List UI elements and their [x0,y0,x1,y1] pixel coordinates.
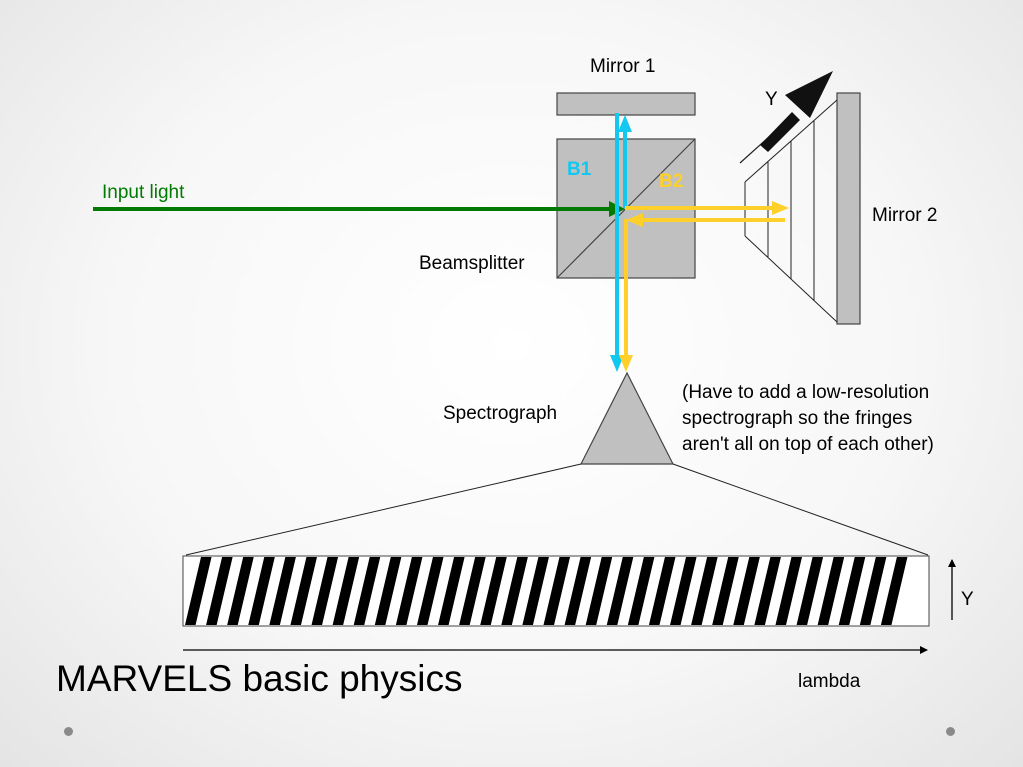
fringe-stripe [775,557,803,625]
mirror-1 [556,92,696,116]
fan-line-right [672,463,929,556]
spectrograph-label: Spectrograph [443,403,558,424]
fringe-stripe [691,557,718,625]
fringe-stripe [374,557,402,625]
b1-up-arrowhead [618,115,632,132]
fringe-stripe [712,557,739,625]
mirror-2-steps [744,99,838,323]
bullet-dot-left [64,727,73,736]
fringe-stripe [353,557,381,625]
fringe-stripe [248,557,275,625]
b2-left-arrowhead [626,213,643,227]
fringe-stripe [585,557,613,625]
b2-down-arrowhead [619,355,633,372]
fringe-stripe [796,557,824,625]
fringe-stripe [859,557,887,625]
fringe-stripe [416,557,444,625]
fringe-stripe [754,557,781,625]
note-text: (Have to add a low-resolution spectrogra… [682,380,934,458]
fringe-stripe [733,557,760,625]
fringe-stripe [290,557,317,625]
b2-right-arrowhead [772,201,789,215]
fringe-stripe [880,557,908,625]
b1-label: B1 [567,159,592,180]
fringe-stripe [185,557,212,625]
mirror-1-label: Mirror 1 [590,56,656,77]
mirror-2-label: Mirror 2 [872,205,938,226]
fringe-stripe [332,557,360,625]
fringe-stripe [522,557,549,625]
b2-label: B2 [659,171,684,192]
y-motion-arrow [760,112,800,152]
y-axis-label: Y [961,589,974,610]
fringe-stripe [648,557,676,625]
fan-line-left [185,463,582,556]
fringe-stripe [627,557,655,625]
beamsplitter-label: Beamsplitter [419,253,525,274]
fringe-stripe [395,557,423,625]
note-line: spectrograph so the fringes [682,408,913,429]
fringe-stripe [227,557,254,625]
fringe-stripe [501,557,528,625]
y-motion-label: Y [765,89,778,110]
fringe-stripe [838,557,866,625]
note-line: aren't all on top of each other) [682,434,934,455]
b1-down-arrowhead [610,355,624,372]
fringe-stripes [185,557,908,625]
fringe-stripe [269,557,296,625]
spectrograph-prism [580,371,674,465]
fringe-stripe [206,557,233,625]
fringe-stripe [564,557,592,625]
fringe-stripe [438,557,465,625]
fringe-stripe [459,557,486,625]
input-light-label: Input light [102,182,185,203]
y-motion-arrowhead [785,71,833,118]
fringe-stripe [606,557,634,625]
fringe-stripe [817,557,845,625]
fringe-stripe [543,557,571,625]
slide-title: MARVELS basic physics [56,658,463,699]
fringe-stripe [311,557,339,625]
bullet-dot-right [946,727,955,736]
lambda-axis-label: lambda [798,671,861,692]
mirror-2 [836,92,861,325]
note-line: (Have to add a low-resolution [682,382,930,403]
fringe-stripe [480,557,507,625]
fringe-stripe [670,557,697,625]
